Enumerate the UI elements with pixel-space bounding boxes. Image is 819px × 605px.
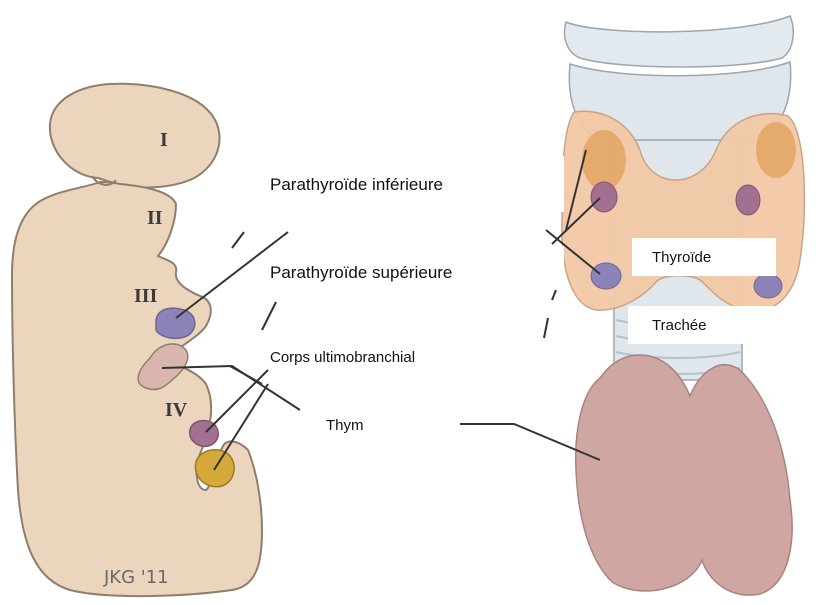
superior-parathyroid-left [591, 182, 617, 212]
arch-label-i: I [160, 129, 168, 151]
arch-label-ii: II [147, 207, 163, 229]
leader-superior-parathyroid [206, 370, 268, 432]
arch-label-iii: III [134, 285, 158, 307]
pharyngeal-apparatus: I II III IV JKG '11 [12, 84, 262, 596]
pharynx-body [12, 182, 262, 596]
leader-dash-2 [262, 302, 276, 330]
label-ultimobranchial: Corps ultimobranchial [270, 349, 415, 366]
label-superior-parathyroid: Parathyroïde supérieure [270, 263, 452, 282]
superior-parathyroid-right [736, 185, 760, 215]
leader-dash-3 [544, 318, 548, 338]
label-thymus: Thym [326, 417, 364, 434]
leader-thymus-cross [230, 366, 262, 384]
hyoid-bone [565, 16, 794, 67]
neck-anatomy [562, 16, 804, 595]
inferior-parathyroid-right [754, 274, 782, 298]
thyroid-shade-right [756, 122, 796, 178]
third-pouch-inferior-parathyroid [156, 308, 195, 338]
arch-label-iv: IV [165, 399, 188, 421]
inferior-parathyroid-left [591, 263, 621, 289]
thyroid-shade-left [582, 130, 626, 190]
arch-i-lobe [50, 84, 220, 188]
label-trachea: Trachée [652, 317, 706, 334]
artist-signature: JKG '11 [103, 567, 169, 588]
label-thyroid: Thyroïde [652, 249, 711, 266]
label-inferior-parathyroid: Parathyroïde inférieure [270, 175, 443, 194]
thymus [576, 355, 792, 595]
leader-dash-1 [232, 232, 244, 248]
